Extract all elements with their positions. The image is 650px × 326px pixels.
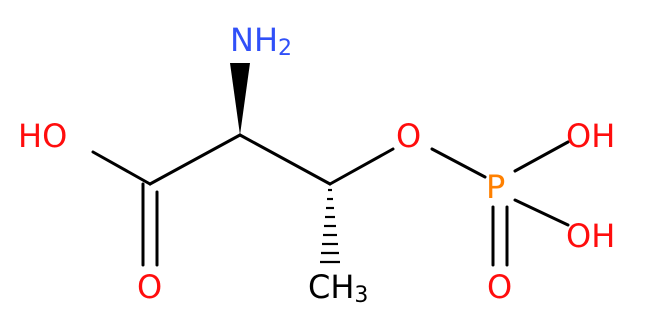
bonds [91,133,570,227]
methyl-group-label: CH3 [308,268,368,308]
wedge-bond-amino [230,63,250,135]
bond-cooh-oh [91,150,152,186]
phosphate-hydroxyl-top-label: OH [566,117,615,155]
double-bonds [141,182,509,267]
ester-oxygen-label: O [396,117,421,155]
bond-ester-o-p [430,147,487,179]
bond-alpha-beta [238,133,332,186]
phosphate-hydroxyl-bottom-label: OH [566,217,615,255]
carbonyl-oxygen-label: O [137,268,162,306]
bond-p-oh-top [513,140,570,173]
phosphorus-label: P [486,168,505,206]
hashed-bond-methyl [320,188,340,264]
atom-labels: NH2 HO O O P OH OH O CH3 [18,21,615,308]
bond-beta-ester-o [328,147,395,186]
amino-group-label: NH2 [230,21,292,61]
carboxyl-hydroxyl-label: HO [18,117,67,155]
bond-p-oh-bottom [513,198,570,227]
phosphoryl-oxygen-label: O [487,268,512,306]
bond-carboxyl-alpha [148,133,242,186]
